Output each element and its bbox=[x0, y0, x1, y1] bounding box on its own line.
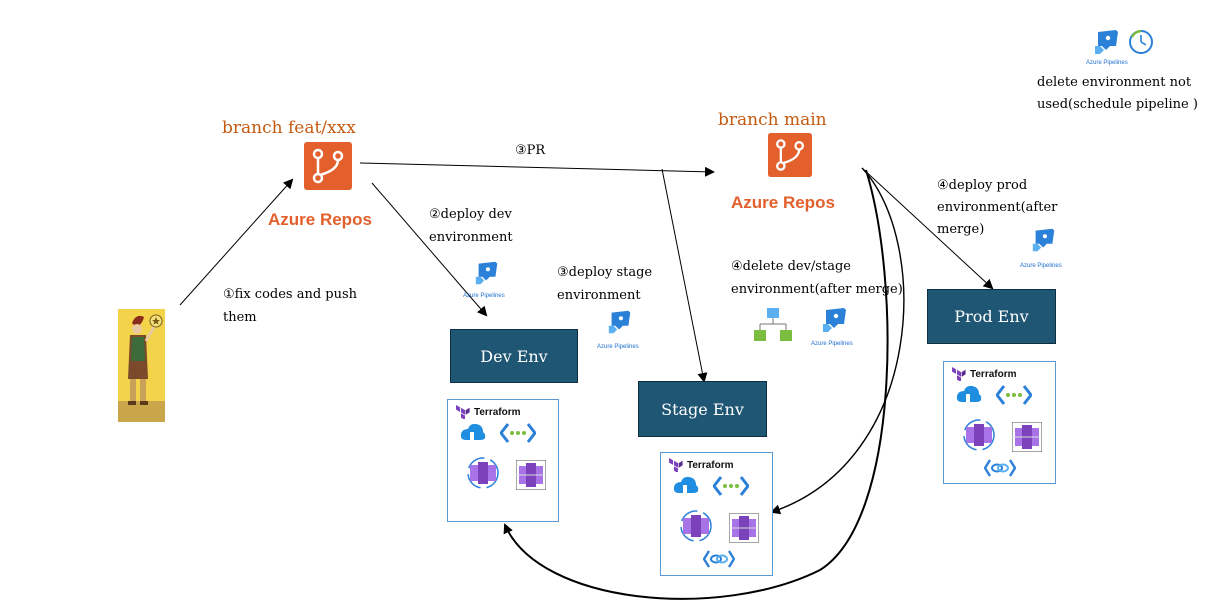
arrow-deploy-prod bbox=[861, 167, 994, 290]
step3-label-line2: environment bbox=[557, 288, 641, 303]
terraform-icon bbox=[669, 458, 683, 472]
terraform-icon bbox=[456, 405, 470, 419]
azure-repos-icon bbox=[768, 133, 812, 177]
prod-terraform-label: Terraform bbox=[970, 368, 1017, 380]
branch-main-title: branch main bbox=[718, 110, 827, 130]
schedule-note-line2: used(schedule pipeline ) bbox=[1037, 97, 1198, 112]
prod-terraform-box: Terraform bbox=[943, 361, 1056, 484]
prod-env-box: Prod Env bbox=[927, 289, 1056, 344]
container-instances-icon bbox=[516, 460, 546, 490]
api-management-icon bbox=[467, 457, 499, 489]
schedule-note-line1: delete environment not bbox=[1037, 75, 1192, 90]
step1-label-line1: ①fix codes and push bbox=[223, 287, 358, 302]
step3-pr-label: ③PR bbox=[515, 143, 546, 158]
stage-env-box: Stage Env bbox=[638, 381, 767, 437]
schedule-pipelines-label: Azure Pipelines bbox=[1086, 60, 1128, 66]
dev-terraform-box: Terraform bbox=[447, 399, 559, 522]
private-link-icon bbox=[703, 550, 735, 568]
api-management-icon bbox=[963, 419, 995, 451]
dev-terraform-label: Terraform bbox=[474, 406, 521, 418]
step4-prod-line1: ④deploy prod bbox=[937, 178, 1028, 193]
step4-delete-line2: environment(after merge) bbox=[731, 282, 903, 297]
azure-repos-icon bbox=[304, 142, 352, 190]
dev-env-box: Dev Env bbox=[450, 329, 578, 383]
stage-pipelines-label: Azure Pipelines bbox=[597, 344, 639, 350]
developer-avatar bbox=[118, 309, 165, 422]
terraform-icon bbox=[952, 367, 966, 381]
azure-pipelines-icon bbox=[606, 308, 634, 336]
vnet-icon bbox=[713, 476, 749, 496]
step4-prod-line2: environment(after bbox=[937, 200, 1058, 215]
arrow-deploy-dev bbox=[371, 182, 488, 317]
clock-icon bbox=[1128, 29, 1154, 55]
step4-delete-line1: ④delete dev/stage bbox=[731, 259, 851, 274]
feat-repos-label: Azure Repos bbox=[268, 210, 372, 229]
arrow-deploy-stage bbox=[661, 168, 708, 383]
arrow-push bbox=[179, 178, 294, 306]
arrow-delete-dev bbox=[503, 169, 889, 600]
step1-label-line2: them bbox=[223, 310, 257, 325]
step2-label-line2: environment bbox=[429, 230, 513, 245]
function-app-icon bbox=[956, 385, 982, 406]
dev-pipelines-label: Azure Pipelines bbox=[463, 293, 505, 299]
azure-pipelines-icon bbox=[1030, 226, 1058, 254]
container-instances-icon bbox=[729, 513, 759, 543]
arrow-pr bbox=[359, 162, 715, 177]
stage-terraform-box: Terraform bbox=[660, 452, 773, 576]
branch-feat-title: branch feat/xxx bbox=[222, 118, 356, 138]
azure-pipelines-icon bbox=[1092, 28, 1122, 56]
azure-pipelines-icon bbox=[820, 305, 850, 335]
main-repos-label: Azure Repos bbox=[731, 193, 835, 212]
delete-pipelines-label: Azure Pipelines bbox=[811, 341, 853, 347]
function-app-icon bbox=[460, 423, 486, 444]
step3-label-line1: ③deploy stage bbox=[557, 265, 653, 280]
api-management-icon bbox=[680, 510, 712, 542]
private-link-icon bbox=[984, 459, 1016, 477]
azure-pipelines-icon bbox=[473, 259, 501, 287]
hierarchy-icon bbox=[754, 308, 792, 342]
step2-label-line1: ②deploy dev bbox=[429, 207, 512, 222]
function-app-icon bbox=[673, 476, 699, 497]
arrow-delete-stage bbox=[770, 167, 905, 515]
stage-terraform-label: Terraform bbox=[687, 459, 734, 471]
vnet-icon bbox=[500, 423, 536, 443]
container-instances-icon bbox=[1012, 422, 1042, 452]
step4-prod-line3: merge) bbox=[937, 222, 985, 237]
prod-pipelines-label: Azure Pipelines bbox=[1020, 263, 1062, 269]
vnet-icon bbox=[996, 385, 1032, 405]
